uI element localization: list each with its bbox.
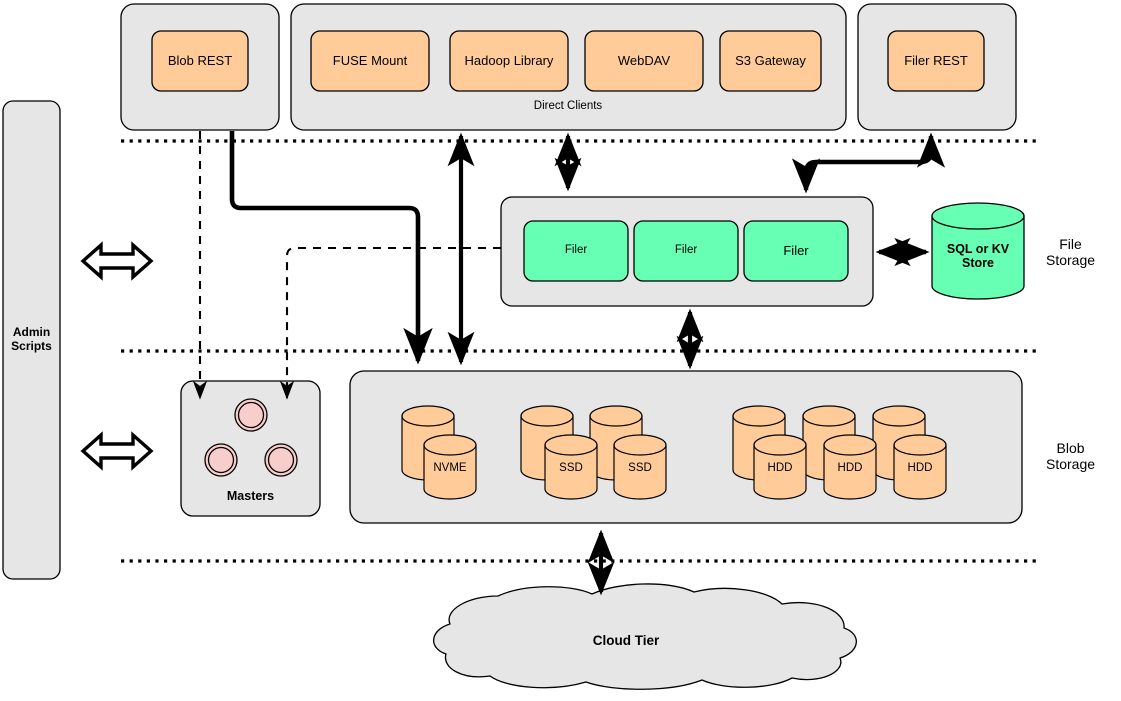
client-nodes [151,30,985,92]
admin-arrow-to-masters [80,431,154,471]
hdd-group [732,405,947,500]
blob-storage-label: Blob Storage [1046,439,1096,472]
hdd-volume-label-3: HDD [907,462,933,475]
metadata-store-label: SQL or KV Store [946,241,1010,270]
hadoop-library-label: Hadoop Library [464,52,554,68]
s3-gateway-node-box [719,30,822,92]
masters-box [180,380,321,517]
fuse-mount-node-box [310,30,430,92]
metadata-store-cylinder [931,202,1025,300]
nvme-volume-label: NVME [433,462,467,475]
cloud-tier-shape [433,583,857,690]
filer-rest-node-box [887,30,985,92]
admin-arrow-to-filer [80,241,154,281]
blob-rest-node-box [151,30,249,92]
ssd-volume-label-1: SSD [559,462,583,475]
hadoop-library-node-box [449,30,569,92]
webdav-node-box [584,30,704,92]
filer-node-box-3 [743,220,849,282]
filer-node-label-1: Filer [564,244,588,257]
connector-blob-rest-to-blob-storage [229,131,433,365]
filer-rest-label: Filer REST [904,52,968,68]
master-instance-3-inner [267,446,295,474]
filer-node-label-2: Filer [674,244,698,257]
admin-scripts-label: Admin Scripts [11,325,52,353]
s3-gateway-label: S3 Gateway [735,52,806,68]
filer-group-boxes [500,196,874,307]
hdd-volume-label-1: HDD [767,462,793,475]
ssd-group [520,405,667,500]
webdav-label: WebDAV [617,52,671,68]
hdd-volume-label-2: HDD [837,462,863,475]
master-instance-2-inner [207,446,235,474]
masters-label: Masters [226,488,275,503]
cloud-tier-label: Cloud Tier [592,633,660,649]
filer-node-box-1 [523,220,629,282]
file-storage-label: File Storage [1046,235,1096,268]
ssd-volume-label-2: SSD [628,462,652,475]
nvme-group [401,405,477,500]
blob-rest-label: Blob REST [167,52,233,68]
master-instance-1-inner [237,401,265,429]
direct-clients-caption: Direct Clients [533,100,603,113]
admin-scripts-panel [2,100,61,580]
connector-filer-to-masters [279,246,501,400]
filer-node-box-2 [633,220,739,282]
filer-node-label-3: Filer [783,242,809,258]
connector-filer-rest-to-filer [791,132,946,194]
fuse-mount-label: FUSE Mount [332,52,408,68]
